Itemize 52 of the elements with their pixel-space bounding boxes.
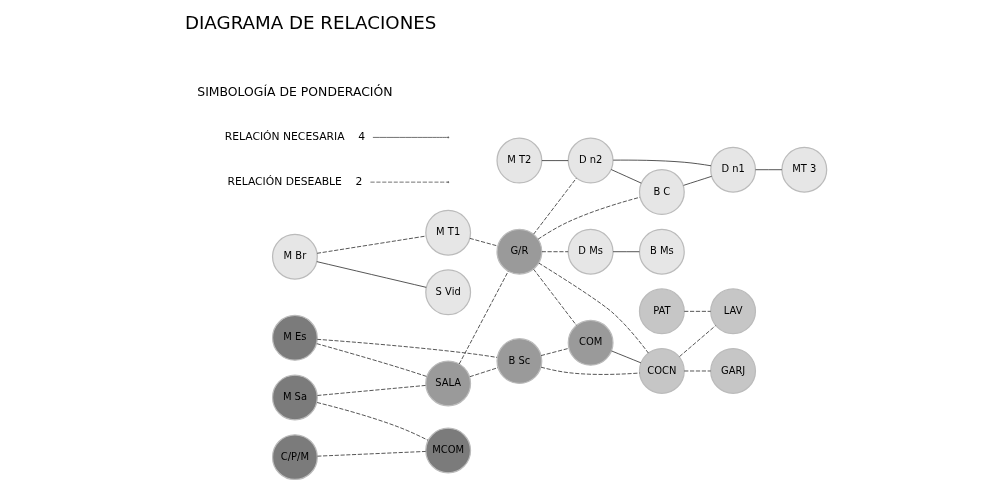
node-circle: MT 3 [781,146,828,193]
connector [458,270,509,365]
node-circle: M T2 [496,137,543,184]
node-circle: M Br [271,233,318,280]
connector [679,325,716,357]
connector [537,196,641,240]
connector [541,251,569,253]
connector [541,160,569,161]
label: SIMBOLOGÍA DE PONDERACIÓN [197,83,393,99]
connector [538,262,649,354]
connector [316,343,428,377]
connector [683,310,712,312]
node-circle: LAV [710,288,757,335]
diagram-title: DIAGRAMA DE RELACIONES [184,12,437,34]
node-circle: SALA [425,360,472,407]
connector [317,385,427,396]
legend-label: RELACIÓN NECESARIA 4 [224,130,366,144]
connector [533,177,577,235]
connector [533,268,577,326]
connector [316,261,427,288]
node-circle: MCOM [425,427,472,474]
connector [610,169,642,184]
connector [316,402,429,441]
node-circle: M T1 [425,209,472,256]
connector [540,347,570,356]
node-circle: M Sa [271,374,318,421]
node-circle: B C [638,169,685,216]
node-circle: S Vid [425,269,472,316]
node-circle: COM [567,319,614,366]
connector [755,169,783,171]
connector [611,350,642,364]
node-circle: D n2 [567,137,614,184]
node-circle: B Sc [496,338,543,385]
node-circle: COCN [638,348,685,394]
connector [316,338,498,358]
legend-label: RELACIÓN DESEABLE 2 [227,174,363,188]
connector [683,175,713,186]
node-circle: M Es [271,314,318,361]
connector [540,366,640,375]
connector [316,235,427,254]
connector [469,237,499,247]
connector [612,159,712,167]
connector [612,251,640,253]
node-circle: D Ms [567,228,614,275]
node-circle: GARJ [710,348,757,394]
node-circle: PAT [638,288,685,335]
connector [317,451,427,457]
node-circle: D n1 [710,146,757,193]
node-circle: C/P/M [271,434,318,481]
node-circle: B Ms [638,228,685,275]
node-circle: G/R [496,228,543,275]
connector [469,367,499,378]
